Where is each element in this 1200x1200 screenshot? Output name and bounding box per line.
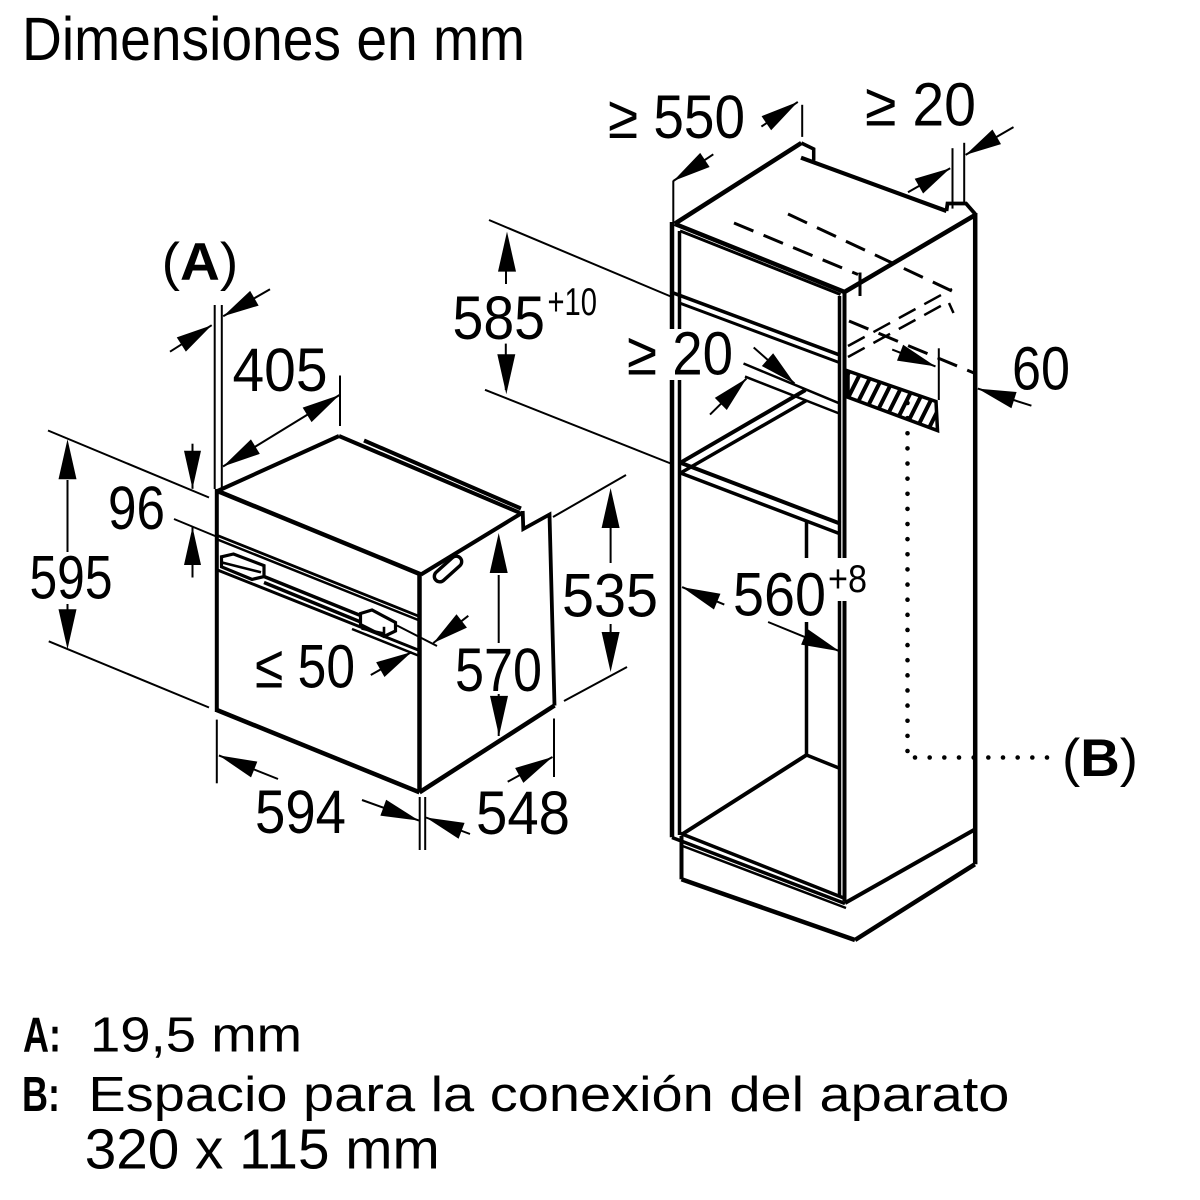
svg-text:+8: +8	[828, 558, 867, 601]
svg-text:594: 594	[255, 778, 346, 846]
svg-text:(B): (B)	[1062, 729, 1138, 788]
svg-text:560: 560	[733, 561, 826, 629]
svg-text:≤ 50: ≤ 50	[255, 633, 355, 701]
svg-text:Espacio para la conexión del a: Espacio para la conexión del aparato	[88, 1068, 1009, 1122]
svg-text:585: 585	[453, 284, 546, 352]
svg-text:≥ 550: ≥ 550	[608, 83, 745, 151]
svg-text:19,5 mm: 19,5 mm	[90, 1009, 302, 1063]
svg-text:405: 405	[233, 336, 328, 404]
svg-text:60: 60	[1012, 335, 1070, 403]
svg-text:B:: B:	[22, 1068, 60, 1122]
svg-text:≥ 20: ≥ 20	[627, 320, 733, 388]
svg-text:(A): (A)	[162, 233, 239, 292]
svg-text:≥ 20: ≥ 20	[865, 71, 976, 139]
svg-text:548: 548	[476, 779, 570, 847]
svg-text:+10: +10	[548, 281, 598, 324]
svg-text:570: 570	[455, 636, 542, 704]
svg-text:Dimensiones en mm: Dimensiones en mm	[22, 5, 525, 73]
svg-text:A:: A:	[23, 1009, 61, 1063]
svg-text:320 x 115 mm: 320 x 115 mm	[85, 1118, 440, 1182]
svg-text:595: 595	[30, 544, 113, 612]
svg-text:535: 535	[562, 562, 658, 630]
svg-text:96: 96	[108, 474, 165, 542]
